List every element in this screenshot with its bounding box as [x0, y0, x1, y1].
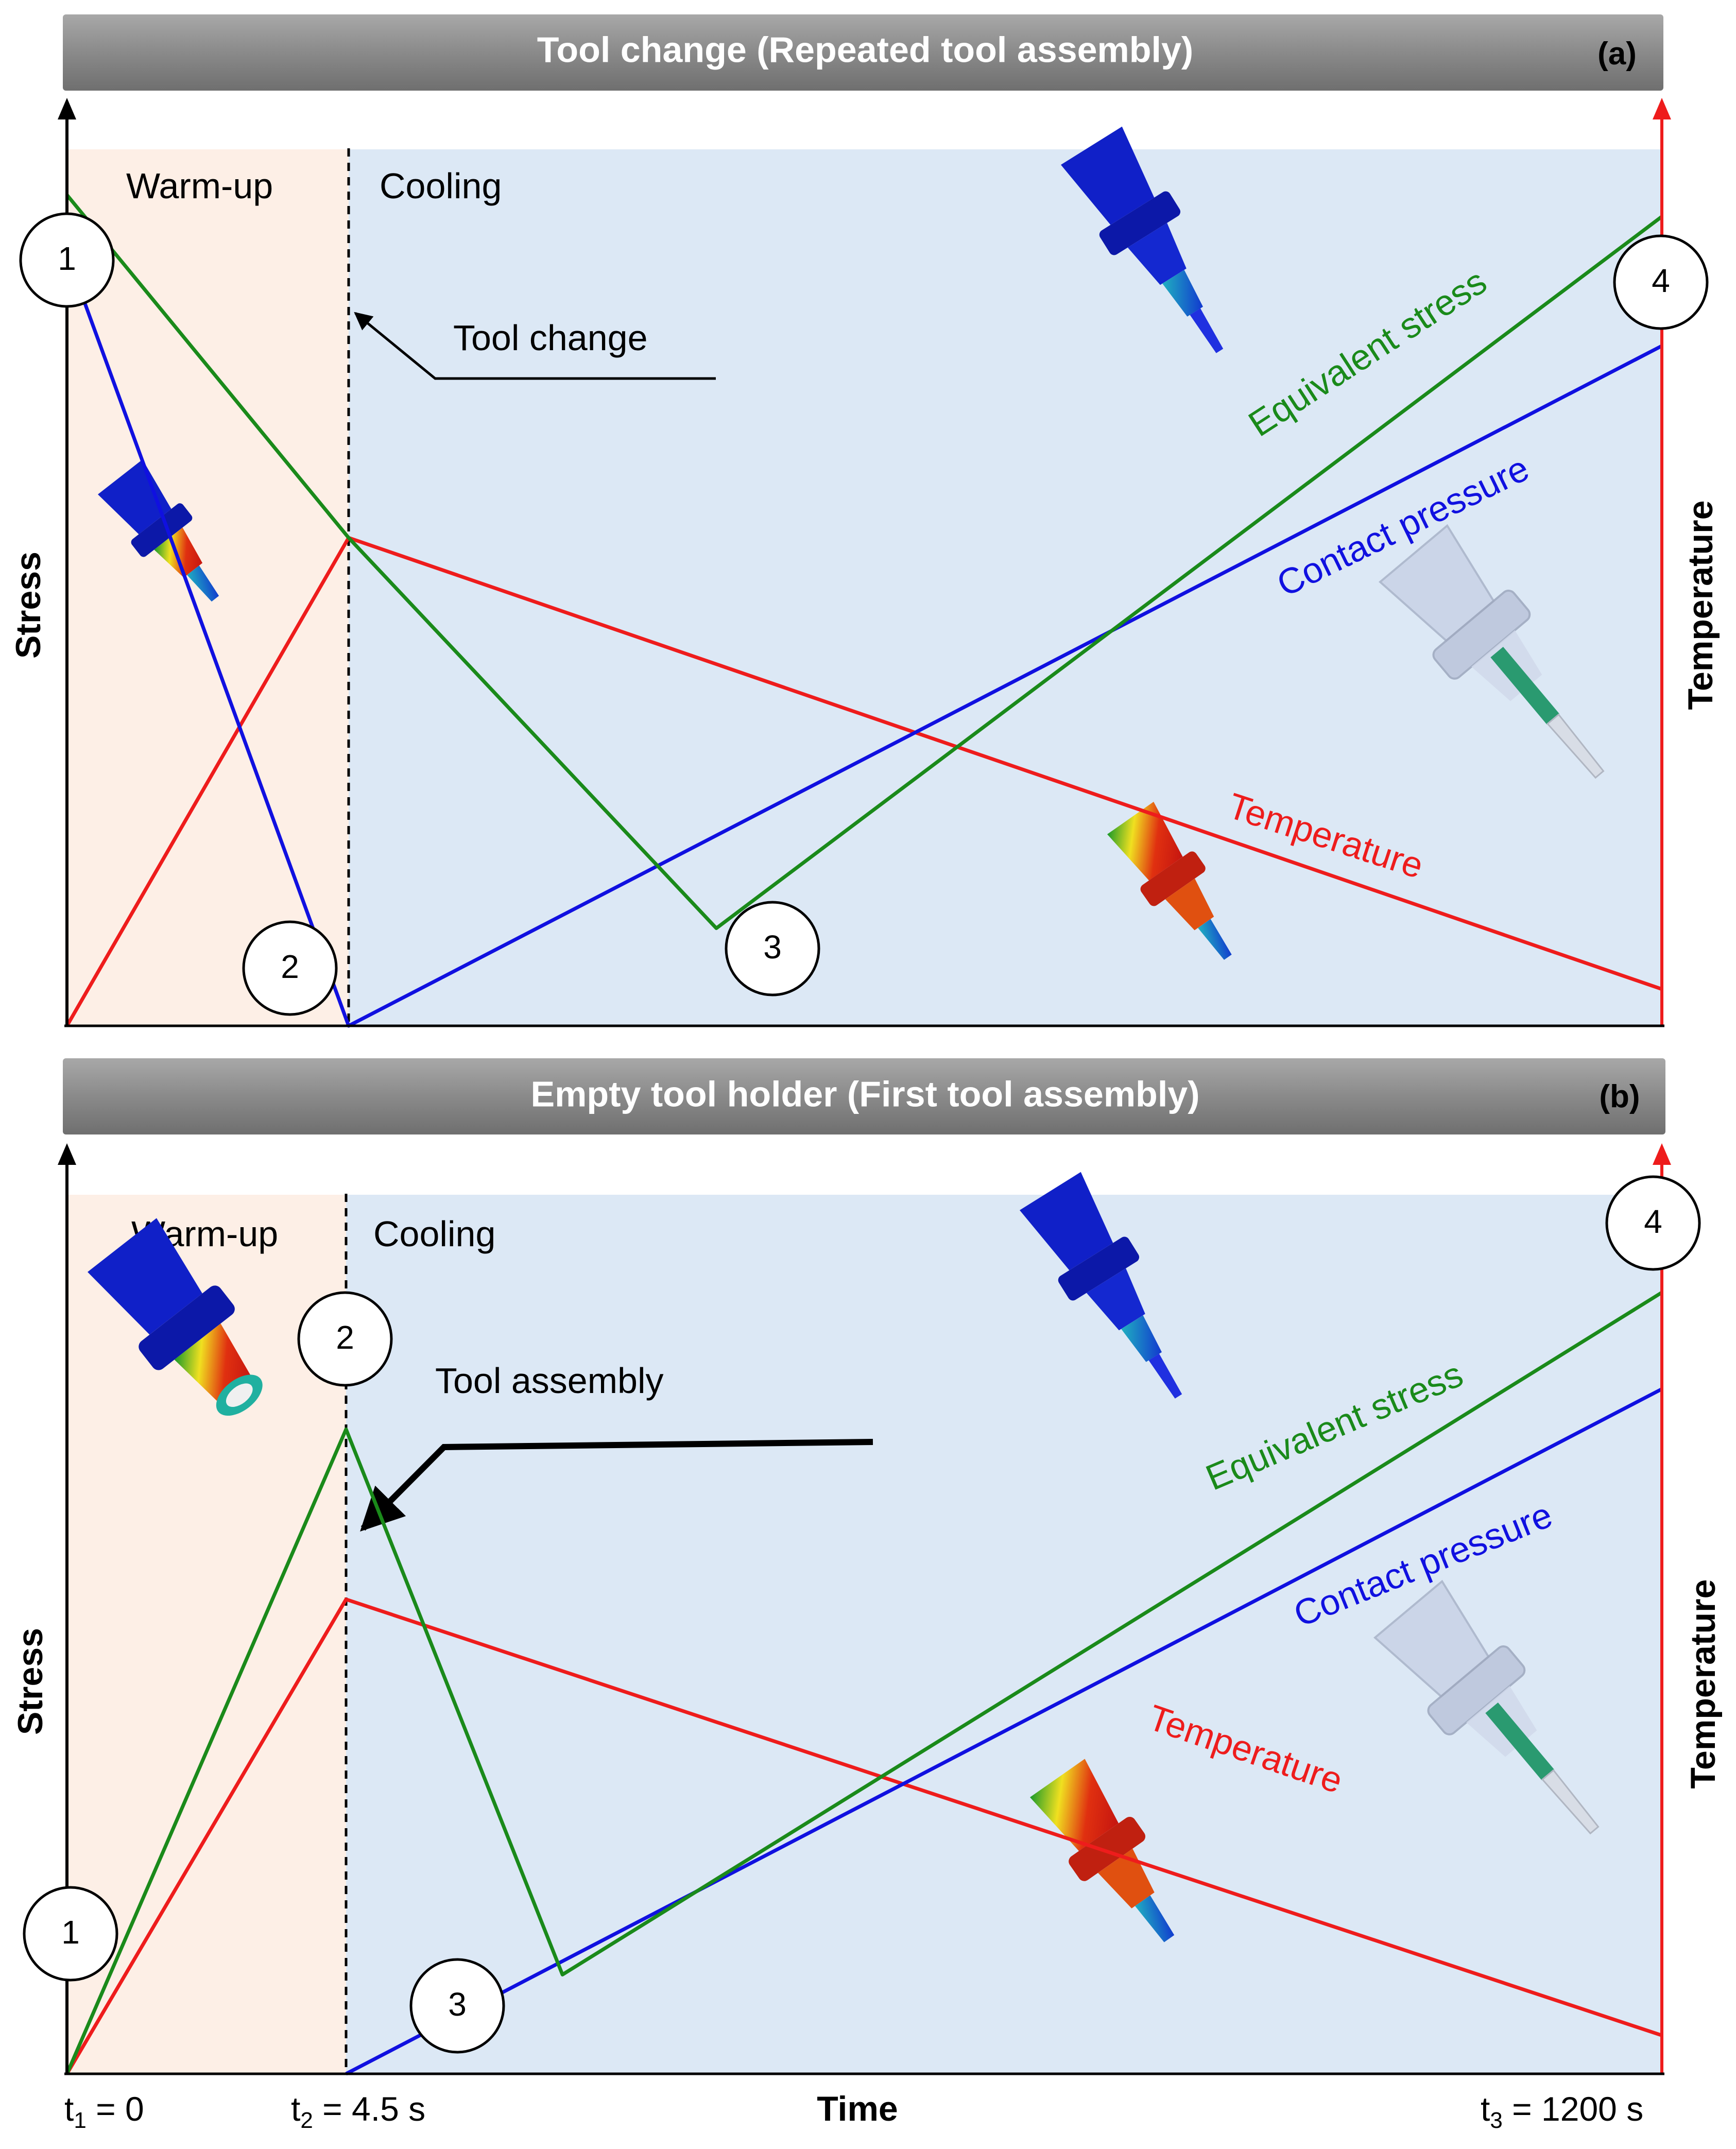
holder-ghost-icon	[1373, 1579, 1600, 1835]
panel-a-temperature-label: Temperature	[1681, 501, 1720, 710]
panel-a-annotation-arrow	[354, 312, 716, 380]
panel-a-annotation: Tool change	[453, 318, 648, 358]
panel-b-annotation: Tool assembly	[435, 1361, 664, 1401]
panel-b-banner-title: Empty tool holder (First tool assembly)	[530, 1074, 1199, 1114]
panel-a-marker-1: 1	[19, 212, 115, 308]
tick-t3: t3 = 1200 s	[1481, 2090, 1643, 2133]
panel-a-banner-title: Tool change (Repeated tool assembly)	[537, 29, 1194, 70]
svg-text:2: 2	[281, 948, 299, 985]
panel-a-marker-3: 3	[725, 901, 820, 996]
svg-text:1: 1	[61, 1914, 80, 1951]
panel-a: Tool change (Repeated tool assembly) (a)…	[9, 14, 1720, 1028]
panel-a-stress-label: Stress	[9, 552, 48, 659]
panel-b: Empty tool holder (First tool assembly) …	[11, 1058, 1723, 2076]
holder-hot-icon	[1107, 801, 1232, 960]
holder-hot-open-icon	[88, 1218, 263, 1416]
panel-a-stress-axis-arrowhead	[58, 98, 76, 119]
panel-a-tag: (a)	[1597, 36, 1637, 72]
svg-text:3: 3	[448, 1986, 467, 2023]
panel-a-marker-2: 2	[242, 920, 338, 1016]
tick-t2: t2 = 4.5 s	[291, 2090, 425, 2133]
tick-t1: t1 = 0	[64, 2090, 144, 2133]
panel-b-marker-4: 4	[1605, 1175, 1701, 1271]
panel-a-equivalent-stress-curve	[65, 194, 1663, 930]
holder-hot-icon	[1030, 1759, 1175, 1942]
panel-a-temperature-axis-arrowhead	[1653, 98, 1671, 119]
holder-blue-icon	[1020, 1172, 1182, 1399]
panel-b-tag: (b)	[1599, 1079, 1640, 1114]
time-axis-labels: t1 = 0 t2 = 4.5 s t3 = 1200 s Time	[64, 2089, 1643, 2133]
panel-b-stress-label: Stress	[11, 1628, 50, 1735]
time-axis-label: Time	[817, 2089, 898, 2128]
svg-text:4: 4	[1644, 1203, 1662, 1240]
svg-text:1: 1	[58, 240, 76, 277]
panel-a-warmup-label: Warm-up	[126, 166, 273, 206]
holder-deformed-icon	[98, 459, 219, 602]
holder-ghost-icon	[1378, 524, 1605, 779]
panel-a-banner	[63, 14, 1663, 91]
svg-text:2: 2	[336, 1319, 354, 1356]
panel-b-marker-1: 1	[23, 1886, 118, 1982]
panel-b-annotation-arrow	[360, 1439, 873, 1532]
svg-text:3: 3	[763, 929, 782, 966]
panel-b-contact-pressure-curve	[345, 1387, 1663, 2076]
panel-b-temperature-axis-arrowhead	[1653, 1143, 1671, 1165]
panel-b-marker-3: 3	[409, 1958, 505, 2054]
holder-blue-icon	[1061, 126, 1224, 353]
panel-b-cooling-label: Cooling	[373, 1214, 495, 1254]
svg-text:4: 4	[1652, 262, 1670, 299]
panel-a-marker-4: 4	[1613, 234, 1709, 330]
panel-b-temperature-curve	[65, 1597, 1663, 2075]
panel-b-stress-axis-arrowhead	[58, 1143, 76, 1165]
panel-b-marker-2: 2	[297, 1291, 393, 1387]
panel-a-cooling-label: Cooling	[380, 166, 502, 206]
panel-b-curves	[65, 1291, 1663, 2076]
panel-b-equivalent-stress-curve	[65, 1291, 1663, 2075]
panel-b-temperature-label: Temperature	[1683, 1579, 1723, 1789]
panel-b-banner	[63, 1058, 1665, 1134]
